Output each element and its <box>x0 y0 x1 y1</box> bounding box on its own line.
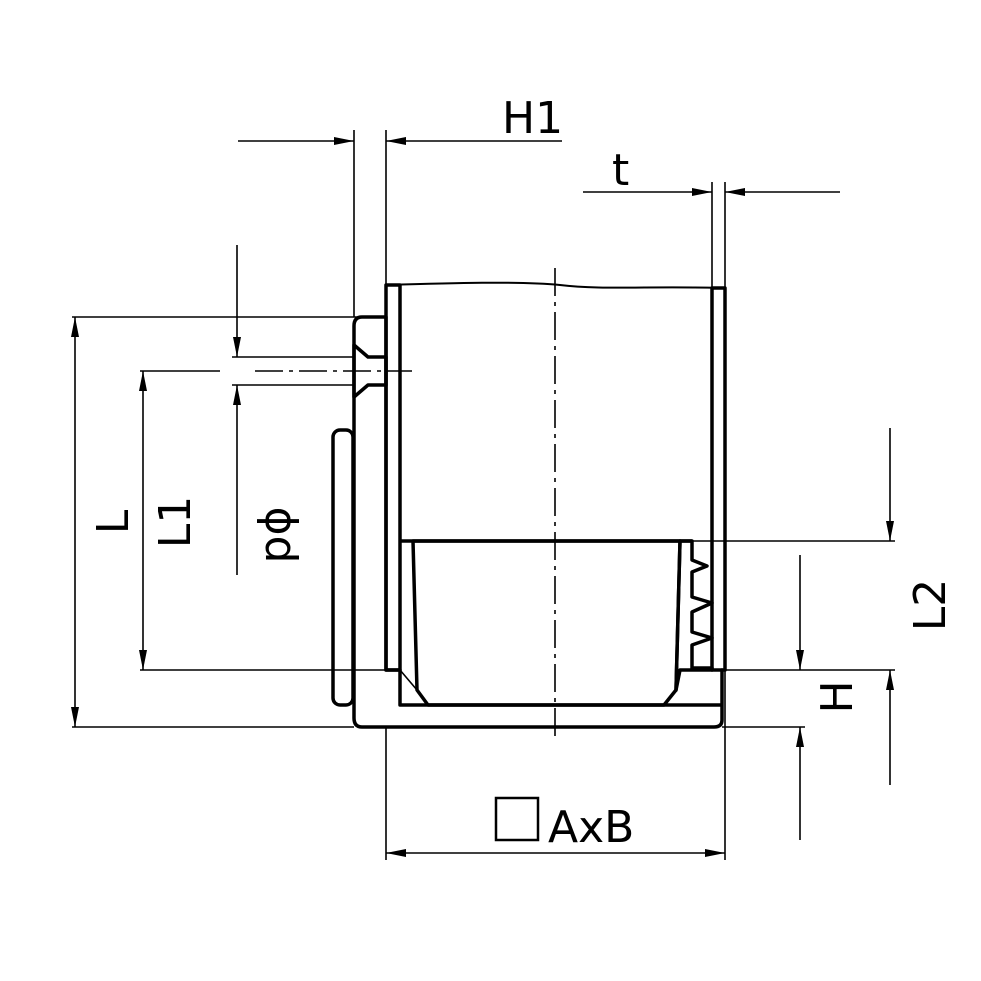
extension-lines <box>72 130 895 860</box>
dimension-lines <box>71 137 894 857</box>
label-p-phi: pϕ <box>250 507 301 564</box>
tube-wall-right <box>710 286 727 672</box>
label-l2: L2 <box>905 579 956 632</box>
cap-cavity <box>411 539 682 707</box>
label-h1: H1 <box>502 93 563 144</box>
label-l: L <box>88 509 139 534</box>
label-l1: L1 <box>150 496 201 549</box>
insert-right-wall <box>674 539 714 692</box>
label-axb: AxB <box>548 802 634 853</box>
label-t: t <box>612 145 629 196</box>
label-h: H <box>812 680 863 713</box>
tube-wall-left <box>384 283 402 672</box>
side-pad <box>331 428 355 707</box>
cap-body <box>352 315 724 729</box>
square-symbol-icon <box>494 796 540 842</box>
tube-break-line <box>385 281 726 289</box>
